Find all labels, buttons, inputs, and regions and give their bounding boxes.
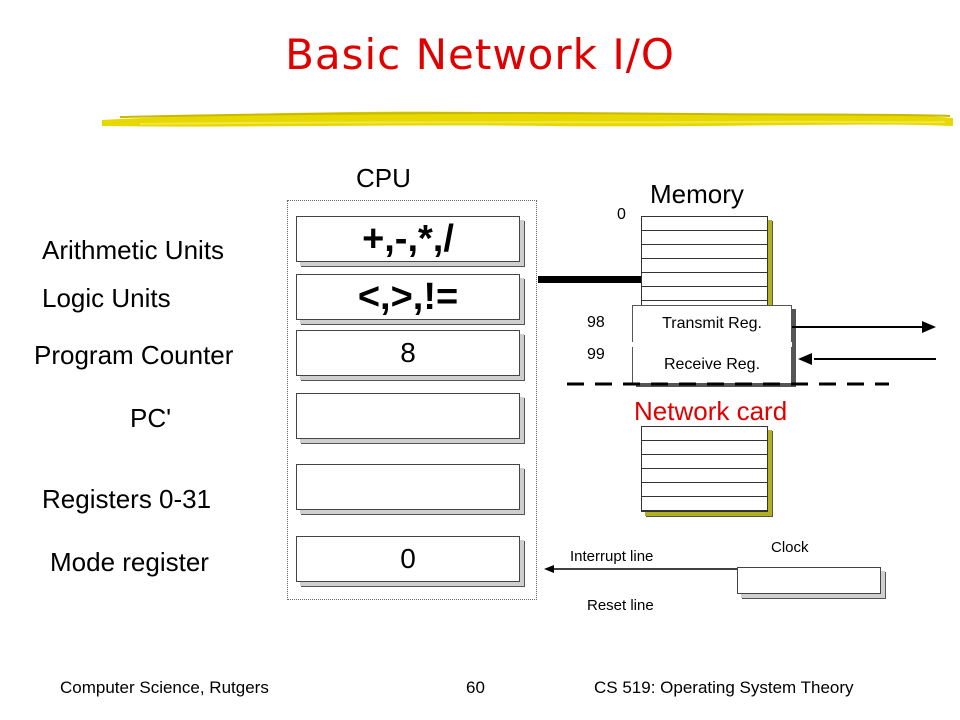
register-shadow — [792, 309, 796, 385]
reset-line-label: Reset line — [587, 597, 654, 614]
arithmetic-units-label: Arithmetic Units — [42, 235, 225, 265]
memory-block-lower — [641, 426, 768, 512]
memory-bus — [538, 276, 641, 283]
footer-page-number: 60 — [466, 678, 485, 697]
transmit-receive-arrows — [792, 321, 936, 365]
slide-title: Basic Network I/O — [285, 30, 675, 79]
footer-left: Computer Science, Rutgers — [60, 678, 269, 697]
cpu-label: CPU — [356, 163, 411, 193]
network-card-label: Network card — [634, 396, 788, 426]
clock-box — [737, 567, 881, 594]
receive-register: Receive Reg. — [632, 347, 792, 384]
title-underline-stroke — [102, 111, 953, 127]
network-card-dashed-line — [567, 382, 889, 386]
memory-address-99: 99 — [587, 346, 605, 363]
mode-register-box: 0 — [296, 536, 520, 582]
interrupt-line-label: Interrupt line — [570, 548, 654, 565]
cpu-frame — [287, 200, 537, 600]
clock-label: Clock — [771, 539, 809, 556]
registers-label: Registers 0-31 — [42, 484, 212, 514]
receive-register-label: Receive Reg. — [663, 356, 761, 373]
footer-right: CS 519: Operating System Theory — [594, 678, 854, 697]
registers-box — [296, 464, 520, 510]
logic-units-box: <,>,!= — [296, 274, 520, 320]
memory-address-0: 0 — [617, 206, 626, 223]
interrupt-reset-line-arrow — [544, 565, 737, 573]
transmit-register: Transmit Reg. — [632, 305, 792, 342]
transmit-register-label: Transmit Reg. — [662, 315, 762, 332]
program-counter-box: 8 — [296, 330, 520, 376]
memory-block-upper — [641, 216, 768, 312]
pc-prime-label: PC' — [130, 403, 172, 433]
memory-label: Memory — [650, 179, 744, 209]
logic-units-label: Logic Units — [42, 283, 171, 313]
memory-address-98: 98 — [587, 314, 605, 331]
pc-prime-box — [296, 393, 520, 439]
program-counter-label: Program Counter — [34, 340, 234, 370]
mode-register-label: Mode register — [50, 547, 209, 577]
arithmetic-units-box: +,-,*,/ — [296, 216, 520, 262]
